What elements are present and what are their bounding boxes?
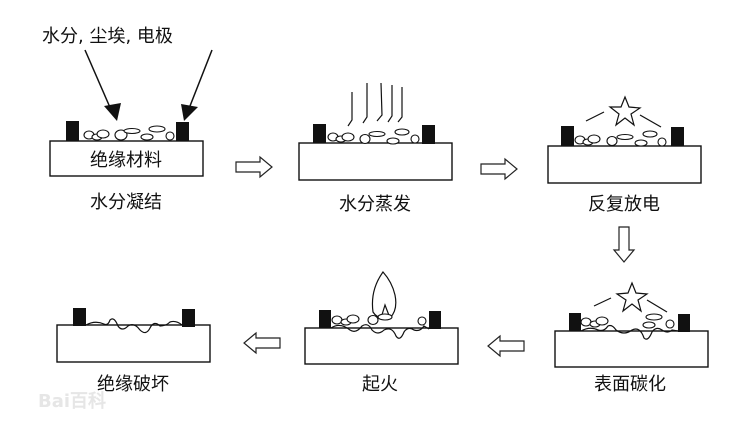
electrode-left: [66, 121, 79, 141]
discharge-line: [646, 299, 668, 313]
electrode-left: [73, 308, 86, 326]
electrode-right: [422, 125, 435, 144]
electrode-right: [176, 122, 189, 141]
arrowhead-electrode-icon: [181, 104, 198, 121]
spark-star-icon: [615, 281, 649, 313]
discharge-line: [593, 297, 612, 307]
insulating-substrate: [49, 140, 204, 177]
insulating-substrate: [547, 145, 702, 184]
vapor-lines: [347, 82, 403, 127]
electrode-right: [429, 311, 441, 329]
water-droplets: [83, 125, 175, 141]
stage-surface-carbonization: 表面碳化: [554, 281, 709, 395]
caption-insulation-breakdown: 绝缘破坏: [97, 374, 169, 395]
pointer-arrows: [84, 49, 213, 121]
stage-evaporation: 水分蒸发: [298, 82, 453, 215]
insulating-substrate: [554, 330, 709, 368]
electrode-right: [182, 309, 195, 327]
spark-star-icon: [608, 95, 642, 127]
insulating-substrate: [56, 324, 211, 363]
flow-arrow-left-icon: [243, 331, 281, 355]
caption-repeated-discharge: 反复放电: [588, 194, 660, 215]
discharge-line: [585, 111, 605, 122]
insulating-substrate: [298, 142, 453, 181]
flow-arrow-right-icon: [480, 157, 518, 181]
electrode-left: [561, 126, 574, 146]
caption-ignition: 起火: [362, 374, 398, 395]
electrode-left: [313, 124, 326, 143]
top-label: 水分, 尘埃, 电极: [42, 26, 173, 47]
breakdown-track: [85, 318, 183, 334]
water-droplets: [574, 130, 667, 147]
stage-insulation-breakdown: 绝缘破坏: [56, 308, 211, 395]
electrode-left: [319, 310, 331, 328]
arrow-to-droplets: [84, 49, 113, 113]
electrode-right: [678, 314, 690, 332]
insulating-substrate: [304, 327, 459, 365]
water-droplets: [580, 313, 675, 329]
electrode-left: [569, 313, 581, 331]
watermark: Bai百科: [38, 390, 106, 412]
arrow-to-electrode: [189, 49, 213, 107]
flow-arrow-left-icon: [487, 334, 525, 358]
flow-arrow-right-icon: [235, 155, 273, 179]
stage-condensation: 绝缘材料 水分凝结: [49, 121, 204, 213]
carbonized-track: [580, 324, 679, 340]
arrowhead-droplets-icon: [104, 103, 121, 121]
stage-ignition: 起火: [304, 271, 459, 395]
substrate-label: 绝缘材料: [90, 150, 162, 171]
carbonized-track: [330, 324, 430, 339]
water-droplets: [331, 313, 427, 326]
stage-repeated-discharge: 反复放电: [547, 95, 702, 215]
water-droplets: [327, 128, 420, 145]
caption-surface-carbonization: 表面碳化: [594, 374, 666, 395]
electrode-right: [671, 127, 684, 146]
caption-evaporation: 水分蒸发: [339, 194, 411, 215]
flow-arrow-down-icon: [612, 226, 636, 263]
discharge-line: [639, 114, 662, 128]
caption-condensation: 水分凝结: [90, 192, 162, 213]
flame-icon: [371, 271, 397, 319]
